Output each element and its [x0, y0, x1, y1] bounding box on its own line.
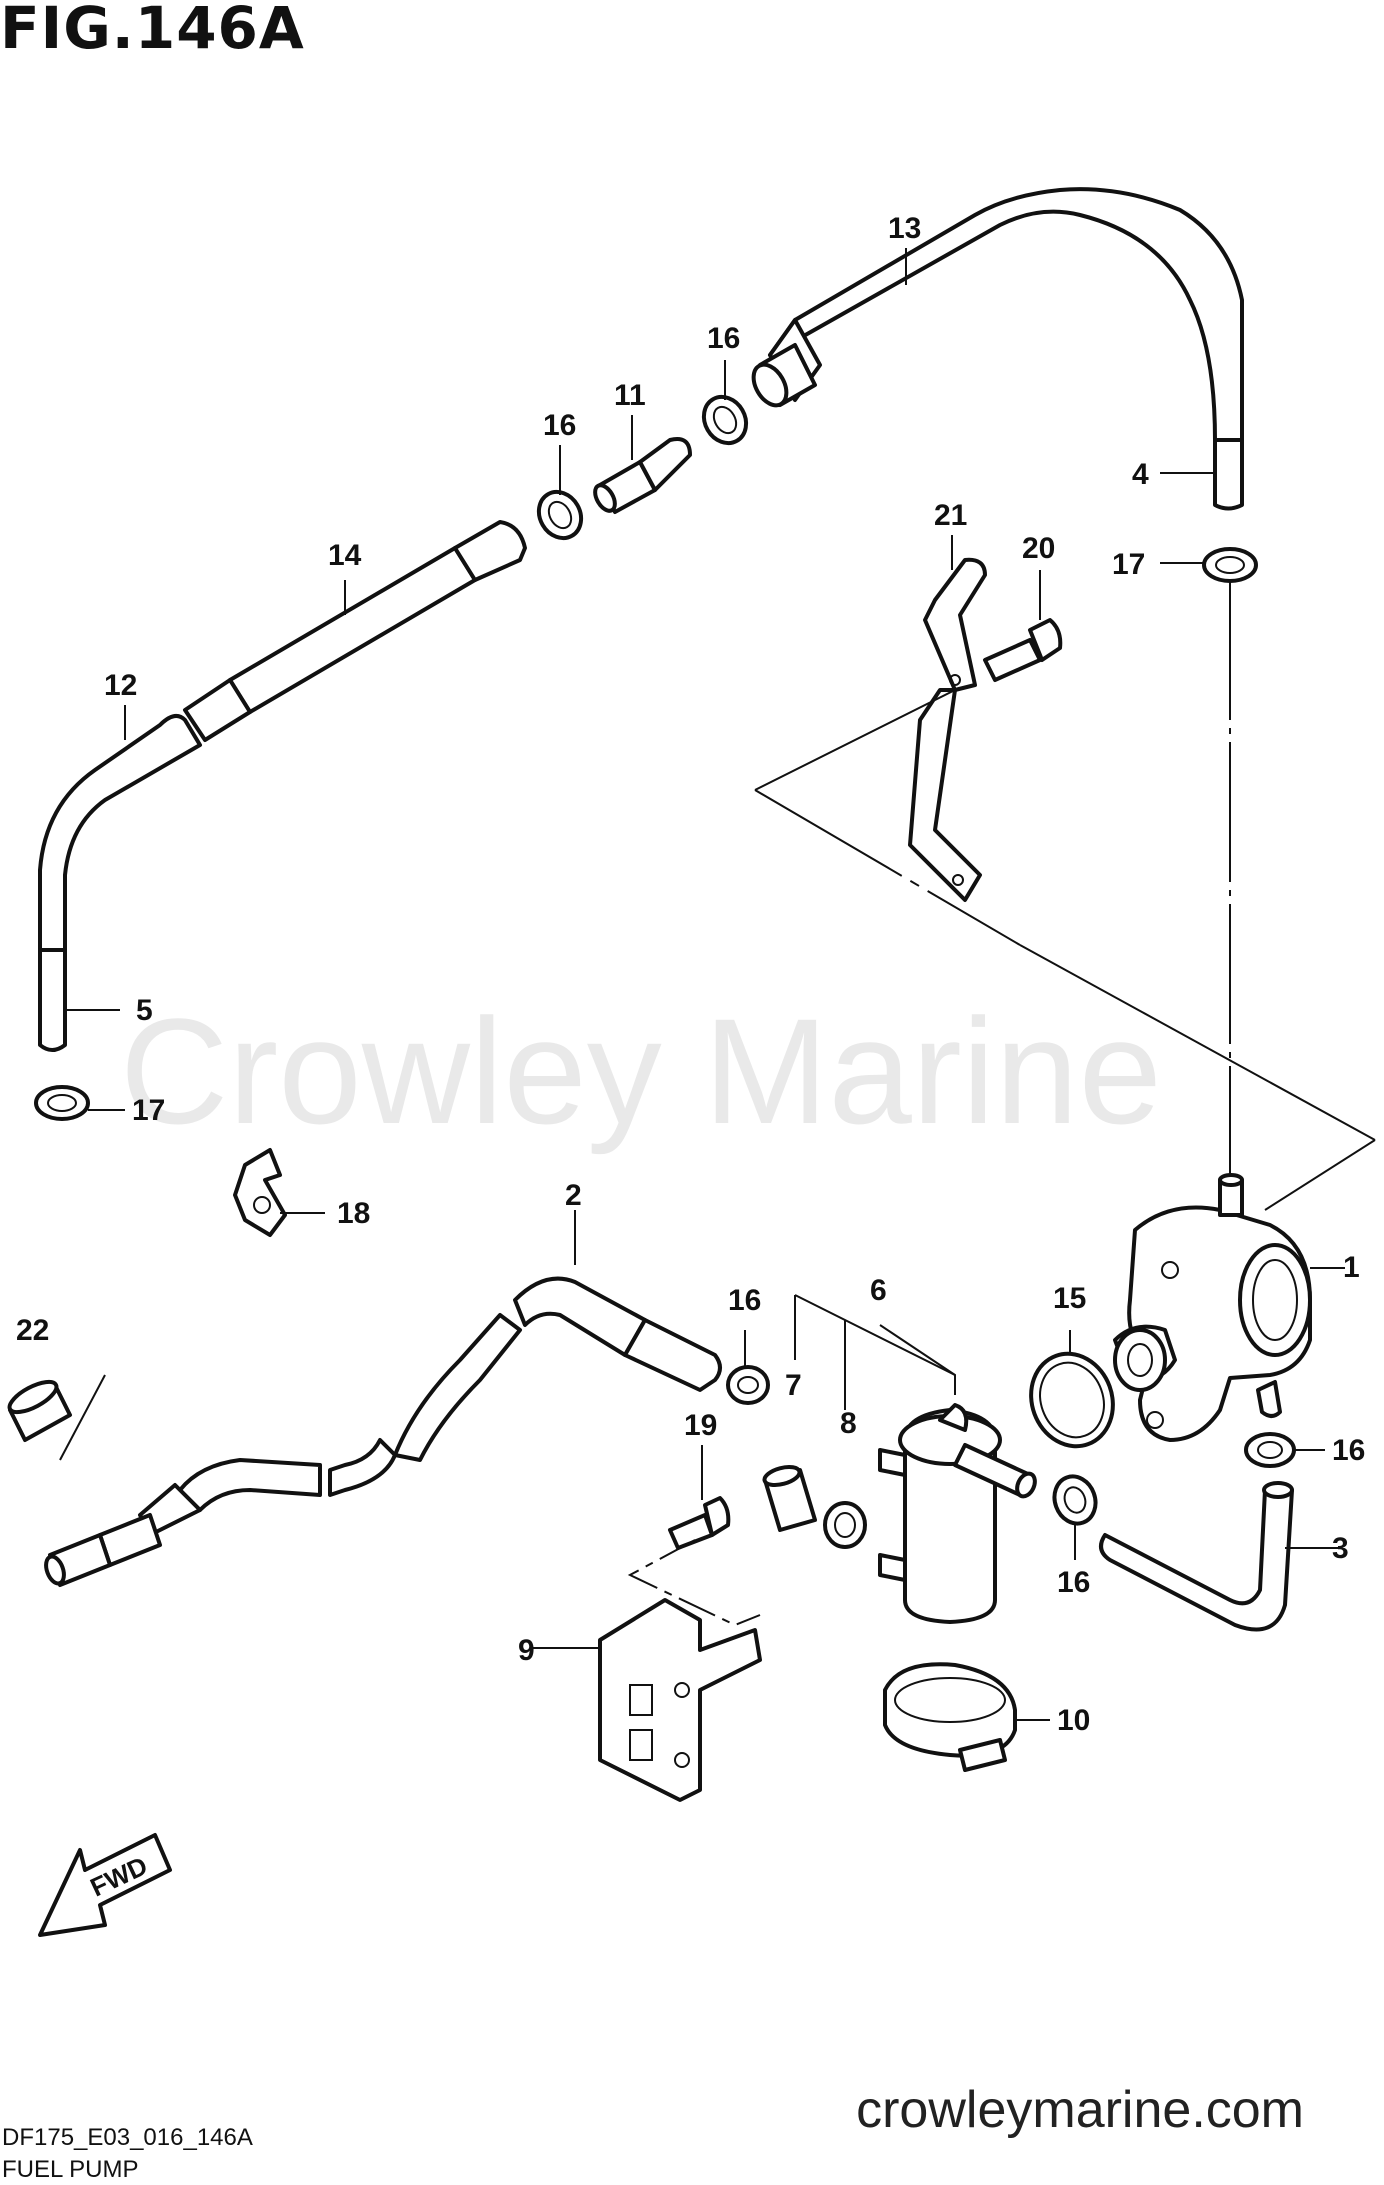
- bolt-20: [983, 618, 1063, 682]
- diagram-caption: FUEL PUMP: [2, 2156, 139, 2183]
- callout-8: 8: [840, 1407, 857, 1440]
- watermark: Crowley Marine: [120, 987, 1162, 1155]
- callout-14: 14: [328, 539, 362, 572]
- bolt-19: [627, 1496, 761, 1627]
- hose-2: [44, 1276, 722, 1587]
- band-10: [883, 1662, 1017, 1772]
- hose-14: [183, 520, 527, 742]
- clamp-16-pump: [1244, 1432, 1296, 1468]
- clamp-16-hose-2: [726, 1365, 770, 1405]
- hose-3: [1099, 1481, 1294, 1632]
- sleeve-7: [762, 1464, 817, 1532]
- leader-6-7-8: [794, 1294, 956, 1410]
- callout-21: 21: [934, 499, 967, 532]
- bracket-21: [908, 557, 987, 902]
- callout-4: 4: [1132, 458, 1149, 491]
- callouts: 1 2 3 4 5 6 7 8 9 10 11 12 13 14 15 16 1…: [16, 212, 1365, 1737]
- o-ring-15: [1029, 1351, 1115, 1449]
- callout-17-b: 17: [132, 1094, 165, 1127]
- diagram-code: DF175_E03_016_146A: [2, 2124, 253, 2151]
- bracket-9: [598, 1598, 762, 1802]
- callout-2: 2: [565, 1179, 582, 1212]
- callout-13: 13: [888, 212, 921, 245]
- figure-title: FIG.146A: [0, 0, 305, 62]
- site-url: crowleymarine.com: [856, 2081, 1304, 2139]
- callout-17-a: 17: [1112, 548, 1145, 581]
- callout-7: 7: [785, 1369, 802, 1402]
- callout-12: 12: [104, 669, 137, 702]
- callout-15: 15: [1053, 1282, 1086, 1315]
- callout-11: 11: [614, 379, 646, 412]
- fwd-arrow: FWD: [38, 1833, 172, 1937]
- plug-22: [7, 1374, 106, 1461]
- leader-lines: [65, 248, 1345, 1721]
- joint-11: [593, 437, 692, 514]
- callout-22: 22: [16, 1314, 49, 1347]
- fuel-filter-6: [878, 1403, 1037, 1624]
- callout-5: 5: [136, 994, 153, 1027]
- callout-6: 6: [870, 1274, 887, 1307]
- callout-3: 3: [1332, 1532, 1349, 1565]
- callout-16-a: 16: [543, 409, 576, 442]
- hose-13: [751, 187, 1244, 442]
- callout-16-c: 16: [728, 1284, 761, 1317]
- hose-4: [1213, 438, 1244, 511]
- clamp-16-upper-left: [536, 489, 584, 541]
- callout-10: 10: [1057, 1704, 1090, 1737]
- hose-12: [38, 714, 202, 952]
- callout-20: 20: [1022, 532, 1055, 565]
- callout-16-d: 16: [1057, 1566, 1090, 1599]
- callout-1: 1: [1343, 1251, 1360, 1284]
- fuel-pump-1: [1113, 1173, 1312, 1442]
- clamp-17-right: [1202, 547, 1258, 583]
- callout-18: 18: [337, 1197, 370, 1230]
- hose-5: [38, 948, 67, 1052]
- clamp-17-left: [34, 1085, 90, 1121]
- callout-16-e: 16: [1332, 1434, 1365, 1467]
- guide-lines-upper: [754, 580, 1376, 1211]
- callout-16-b: 16: [707, 322, 740, 355]
- callout-9: 9: [518, 1634, 535, 1667]
- clip-18: [233, 1148, 287, 1237]
- clamp-16-filter-right: [1052, 1474, 1098, 1526]
- clamp-8: [823, 1501, 867, 1549]
- clamp-16-upper-right: [701, 394, 749, 446]
- callout-19: 19: [684, 1409, 717, 1442]
